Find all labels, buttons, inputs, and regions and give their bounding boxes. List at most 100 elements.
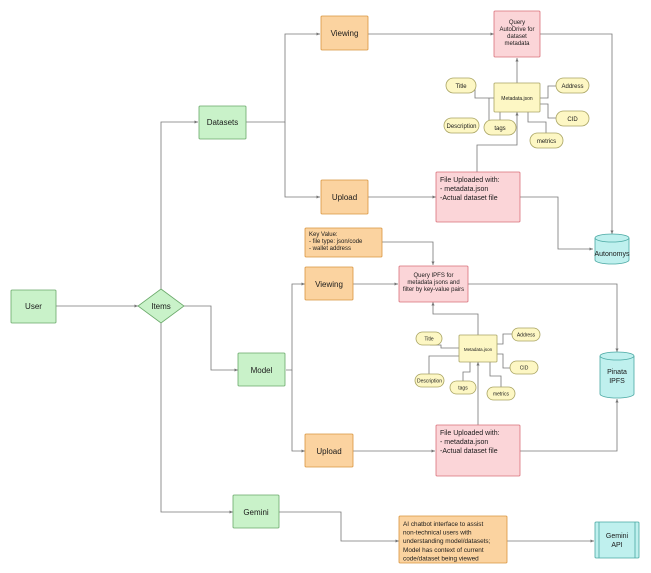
pill-datasets-metrics-label: metrics — [537, 139, 556, 145]
node-key-value-label: Key Value:- file type: json/code- wallet… — [309, 232, 363, 252]
pill-model-tags: tags — [449, 380, 477, 395]
connector-ds-title — [474, 86, 494, 99]
label-line: - metadata.json — [440, 439, 488, 446]
label-line: Query IPFS for — [413, 273, 453, 279]
connector-model-viewing — [286, 282, 305, 371]
node-datasets-file-uploaded-label: File Uploaded with: - metadata.json -Actua… — [440, 177, 500, 202]
node-datasets-upload: Upload — [320, 179, 369, 215]
node-model-viewing-label: Viewing — [315, 280, 343, 289]
label-line: Gemini — [606, 533, 629, 540]
pill-datasets-description-label: Description — [446, 124, 476, 130]
label-line: non-technical users with — [403, 530, 472, 537]
pill-datasets-address: Address — [555, 77, 590, 94]
label-line: -Actual dataset file — [440, 195, 498, 202]
label-line: Key Value: — [309, 232, 338, 238]
node-model-file-uploaded-label: File Uploaded with: - metadata.json -Actua… — [440, 430, 500, 455]
node-datasets-label: Datasets — [207, 118, 239, 127]
connector-items-model — [184, 305, 238, 372]
label-line: understanding model/datasets; — [403, 538, 491, 545]
pill-datasets-title: Title — [445, 77, 477, 94]
label-line: AutoDrive for — [499, 27, 534, 33]
label-line: - wallet address — [309, 246, 351, 252]
node-model-viewing: Viewing — [304, 266, 354, 301]
connector-datasets-upload — [284, 122, 320, 199]
node-gemini: Gemini — [232, 494, 280, 529]
node-model: Model — [237, 352, 286, 387]
node-model-upload: Upload — [304, 433, 354, 468]
connector-ds-address — [540, 85, 556, 99]
pill-datasets-description: Description — [443, 117, 480, 134]
label-line: API — [611, 542, 622, 549]
pill-model-title-label: Title — [424, 337, 433, 343]
node-user: User — [10, 289, 57, 324]
connector-ds-metrics — [527, 112, 547, 133]
connector-m-query-pinata — [468, 283, 619, 352]
pill-model-description-label: Description — [417, 379, 442, 385]
pill-datasets-cid: CID — [555, 110, 590, 127]
connector-m-cid — [497, 353, 510, 369]
node-datasets-viewing: Viewing — [320, 15, 369, 51]
node-ai-chatbot-label: AI chatbot interface to assist non-techni… — [403, 521, 491, 562]
pill-datasets-metrics: metrics — [529, 132, 564, 149]
connector-m-metadata-query — [431, 302, 479, 335]
label-line: - file type: json/code — [309, 239, 363, 245]
label-line: - metadata.json — [440, 186, 488, 193]
pill-model-metrics-label: metrics — [493, 392, 510, 398]
connector-datasets-viewing — [246, 32, 320, 123]
label-line: -Actual dataset file — [440, 448, 498, 455]
pill-model-address-label: Address — [517, 333, 536, 339]
pill-datasets-cid-label: CID — [567, 117, 578, 123]
connector-items-datasets — [160, 120, 198, 290]
label-line: Pinata — [607, 369, 627, 376]
connector-items-gemini — [160, 322, 233, 514]
connector-keyvalue-query — [382, 241, 435, 265]
label-line: File Uploaded with: — [440, 430, 500, 437]
node-datasets-viewing-label: Viewing — [331, 29, 359, 38]
connector-m-file-pinata — [520, 399, 619, 452]
pill-model-title: Title — [415, 331, 443, 346]
node-datasets-metadata-json-label: Metadata.json — [501, 96, 533, 102]
node-model-label: Model — [251, 366, 273, 375]
pill-model-cid: CID — [509, 360, 539, 375]
label-line: filter by key-value pairs — [403, 287, 464, 293]
connector-ds-file-metadata — [476, 112, 519, 172]
node-key-value: Key Value:- file type: json/code- wallet… — [304, 227, 383, 258]
cylinder-autonomys-label: Autonomys — [594, 251, 630, 258]
node-gemini-label: Gemini — [243, 508, 269, 517]
node-model-upload-label: Upload — [316, 447, 341, 456]
pill-model-tags-label: tags — [458, 386, 468, 392]
label-line: IPFS — [609, 378, 625, 385]
connector-m-tags — [462, 362, 471, 381]
label-line: File Uploaded with: — [440, 177, 500, 184]
node-model-file-uploaded: File Uploaded with: - metadata.json -Actua… — [435, 424, 521, 477]
pill-datasets-tags: tags — [483, 119, 517, 136]
pill-datasets-title-label: Title — [455, 84, 467, 90]
connector-model-upload — [291, 370, 305, 453]
node-datasets-upload-label: Upload — [332, 193, 357, 202]
label-line: Query — [509, 20, 525, 26]
pill-model-cid-label: CID — [520, 366, 529, 372]
cylinder-autonomys: Autonomys — [594, 233, 630, 265]
label-line: metadata — [504, 41, 530, 47]
label-line: dataset — [507, 34, 527, 40]
node-items: Items — [137, 288, 185, 324]
connector-m-address — [497, 333, 512, 345]
node-datasets-metadata-json: Metadata.json — [493, 82, 541, 113]
pill-datasets-address-label: Address — [561, 84, 583, 90]
connector-gemini-chatbot — [279, 511, 399, 543]
connector-ds-query-autonomys — [540, 33, 614, 234]
connector-ds-file-autonomys — [520, 196, 593, 251]
label-line: AI chatbot interface to assist — [403, 521, 484, 528]
node-ai-chatbot: AI chatbot interface to assist non-techni… — [398, 515, 508, 564]
connector-ds-cid — [540, 103, 556, 119]
label-line: code/dataset being viewed — [403, 555, 479, 562]
